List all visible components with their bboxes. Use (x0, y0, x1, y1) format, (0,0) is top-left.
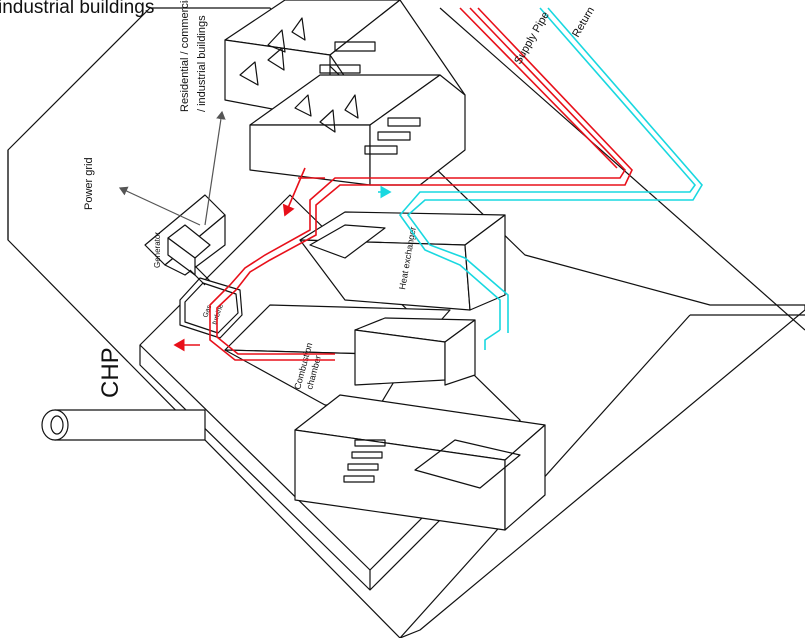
generator: Generator (145, 195, 225, 275)
residential-label-2: / industrial buildings (196, 15, 208, 112)
residential-label-1: Residential / commercial (179, 0, 191, 112)
chimney (42, 410, 205, 440)
supply-pipe-label: Supply Pipe (512, 10, 552, 67)
caption-top: industrial buildings (0, 0, 154, 18)
chp-label: CHP (97, 347, 124, 398)
power-grid-arrow (120, 188, 200, 225)
residential-buildings (225, 0, 465, 185)
power-grid-label: Power grid (83, 157, 95, 210)
generator-label: Generator (153, 232, 162, 268)
return-pipe-label: Return (570, 5, 597, 40)
